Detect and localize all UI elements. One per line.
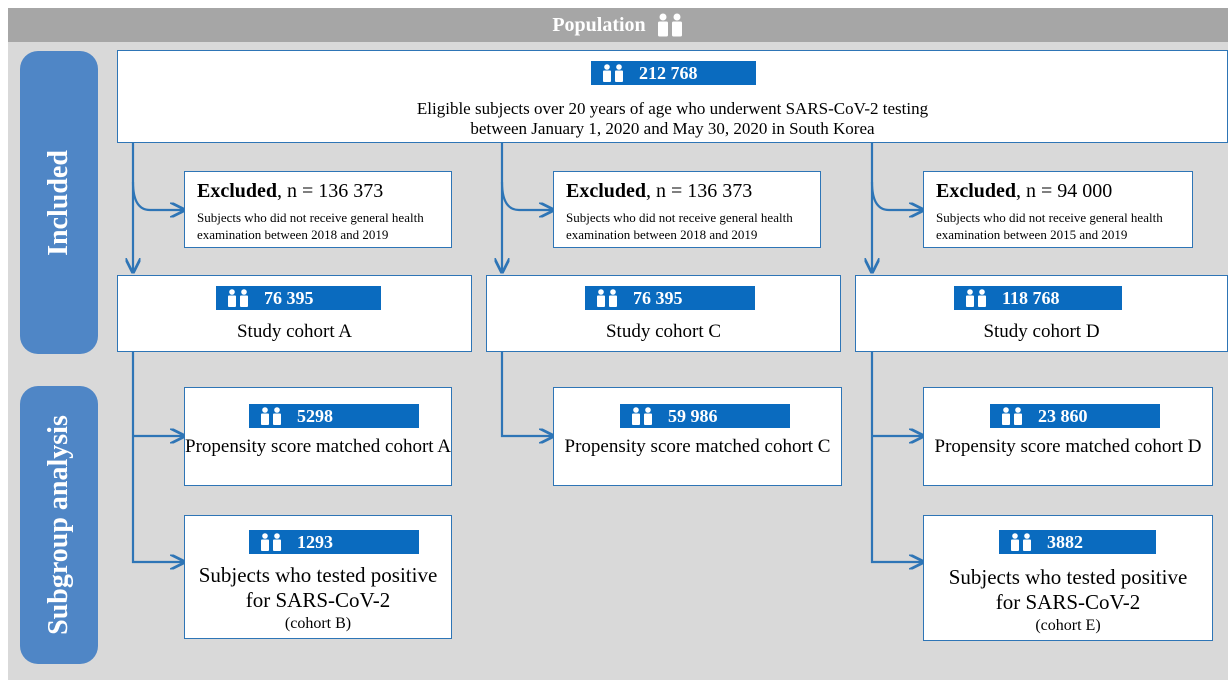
people-icon <box>1009 533 1033 551</box>
excluded-count: , n = 136 373 <box>277 180 384 202</box>
people-icon <box>1000 407 1024 425</box>
excluded-box-c: Excluded, n = 136 373 Subjects who did n… <box>553 171 821 248</box>
matched-count: 23 860 <box>1038 405 1088 426</box>
matched-label: Propensity score matched cohort C <box>564 436 831 457</box>
cohort-label: Study cohort C <box>605 321 722 342</box>
study-cohort-d-box: 118 768 Study cohort D <box>855 275 1228 352</box>
excluded-reason: Subjects who did not receive general hea… <box>936 210 1163 242</box>
population-description-line2: between January 1, 2020 and May 30, 2020… <box>470 119 875 138</box>
excluded-reason: Subjects who did not receive general hea… <box>566 210 793 242</box>
positive-cohort-e-box: 3882 Subjects who tested positive for SA… <box>923 515 1213 641</box>
people-icon <box>656 13 684 37</box>
excluded-box-a: Excluded, n = 136 373 Subjects who did n… <box>184 171 452 248</box>
matched-count-badge: 5298 <box>249 404 419 428</box>
cohort-count: 76 395 <box>264 287 314 308</box>
matched-cohort-d-box: 23 860 Propensity score matched cohort D <box>923 387 1213 486</box>
people-icon <box>601 64 625 82</box>
matched-label: Propensity score matched cohort A <box>185 436 451 457</box>
positive-count: 3882 <box>1047 531 1083 552</box>
matched-cohort-c-box: 59 986 Propensity score matched cohort C <box>553 387 842 486</box>
study-cohort-c-box: 76 395 Study cohort C <box>486 275 841 352</box>
cohort-label: Study cohort D <box>983 321 1100 342</box>
excluded-heading: Excluded, n = 136 373 <box>566 180 752 203</box>
matched-label: Propensity score matched cohort D <box>934 436 1202 457</box>
population-box: 212 768 Eligible subjects over 20 years … <box>117 50 1228 143</box>
matched-cohort-a-box: 5298 Propensity score matched cohort A <box>184 387 452 486</box>
cohort-count-badge: 76 395 <box>216 286 381 310</box>
positive-count-badge: 1293 <box>249 530 419 554</box>
population-description-line1: Eligible subjects over 20 years of age w… <box>416 99 929 118</box>
population-count-badge: 212 768 <box>591 61 756 85</box>
matched-count-badge: 59 986 <box>620 404 790 428</box>
subgroup-side-panel: Subgroup analysis <box>20 386 98 664</box>
people-icon <box>226 289 250 307</box>
positive-count: 1293 <box>297 531 333 552</box>
positive-line2: for SARS-CoV-2 <box>995 590 1141 614</box>
positive-count-badge: 3882 <box>999 530 1156 554</box>
positive-line2: for SARS-CoV-2 <box>245 588 391 612</box>
population-title: Population <box>552 13 646 36</box>
matched-count: 59 986 <box>668 405 718 426</box>
people-icon <box>595 289 619 307</box>
excluded-title: Excluded <box>936 180 1017 202</box>
positive-line3: (cohort E) <box>1035 617 1101 634</box>
population-count: 212 768 <box>639 62 698 83</box>
excluded-box-d: Excluded, n = 94 000 Subjects who did no… <box>923 171 1193 248</box>
included-side-panel: Included <box>20 51 98 354</box>
study-cohort-a-box: 76 395 Study cohort A <box>117 275 472 352</box>
positive-cohort-b-box: 1293 Subjects who tested positive for SA… <box>184 515 452 639</box>
positive-line1: Subjects who tested positive <box>198 563 438 587</box>
positive-line3: (cohort B) <box>284 615 352 632</box>
excluded-heading: Excluded, n = 136 373 <box>197 180 383 203</box>
people-icon <box>259 407 283 425</box>
excluded-reason: Subjects who did not receive general hea… <box>197 210 424 242</box>
excluded-count: , n = 136 373 <box>646 180 753 202</box>
excluded-title: Excluded <box>566 180 647 202</box>
people-icon <box>259 533 283 551</box>
people-icon <box>964 289 988 307</box>
matched-count-badge: 23 860 <box>990 404 1160 428</box>
cohort-label: Study cohort A <box>236 321 353 342</box>
excluded-heading: Excluded, n = 94 000 <box>936 180 1112 203</box>
cohort-count: 76 395 <box>633 287 683 308</box>
people-icon <box>630 407 654 425</box>
matched-count: 5298 <box>297 405 333 426</box>
cohort-count-badge: 76 395 <box>585 286 755 310</box>
cohort-count: 118 768 <box>1002 287 1060 308</box>
cohort-count-badge: 118 768 <box>954 286 1122 310</box>
positive-line1: Subjects who tested positive <box>948 565 1188 589</box>
excluded-count: , n = 94 000 <box>1016 180 1113 202</box>
excluded-title: Excluded <box>197 180 278 202</box>
population-header: Population <box>8 8 1228 42</box>
